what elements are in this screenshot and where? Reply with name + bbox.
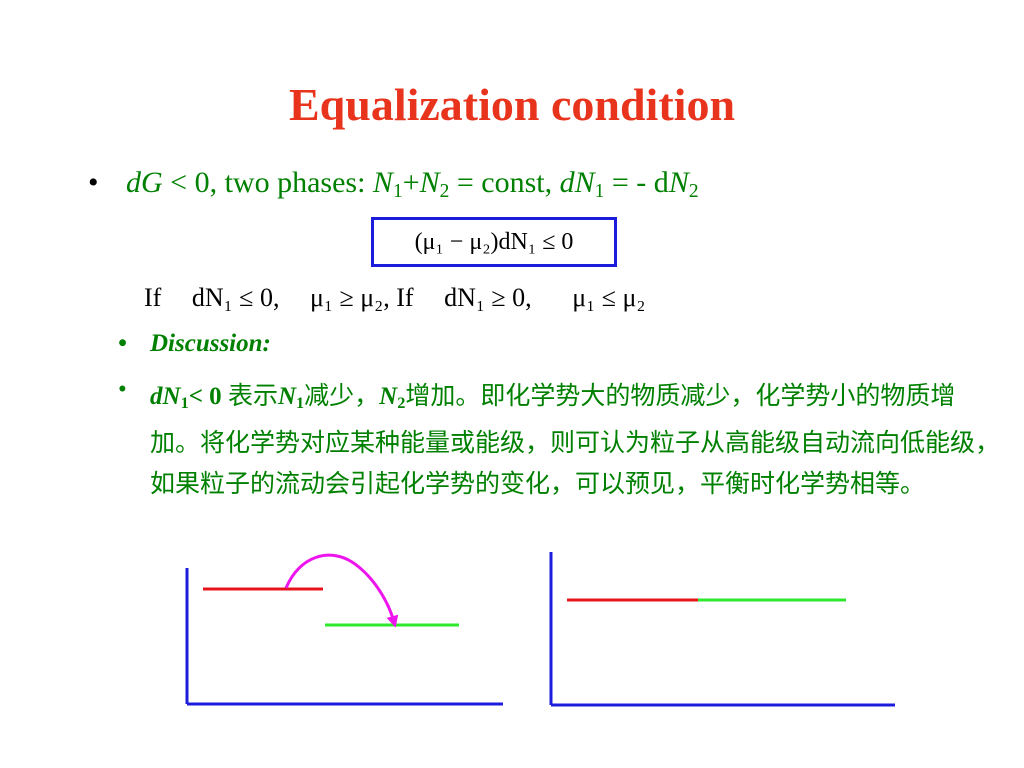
dG-symbol: dG <box>126 166 163 199</box>
slide-title: Equalization condition <box>288 79 736 130</box>
N-symbol: N <box>372 166 393 199</box>
lt-zero: < 0 <box>162 166 210 199</box>
subscript-1: 1 <box>296 394 305 413</box>
N-symbol: N <box>419 166 440 199</box>
subscript-1: 1 <box>392 180 403 202</box>
subscript-1: 1 <box>594 180 605 202</box>
flow-arrow <box>284 553 399 628</box>
explanation-text: dN1< 0 表示N1减少，N2增加。即化学势大的物质减少，化学势小的物质增加。… <box>150 376 1000 505</box>
subscript-2: 2 <box>439 180 450 202</box>
main-bullet-text: dG < 0, two phases: N1+N2 = const, dN1 =… <box>126 166 699 203</box>
discussion-label: Discussion: <box>150 330 271 357</box>
subscript-2: 2 <box>397 394 406 413</box>
result-1: μ₁ ≥ μ₂ <box>309 283 384 312</box>
eq-minus-d-text: = - d <box>604 166 669 199</box>
if-label-2: , If <box>383 283 414 312</box>
result-2: μ₁ ≤ μ₂ <box>572 283 646 312</box>
condition-1: dN₁ ≤ 0, <box>191 283 280 312</box>
dN-symbol: dN <box>559 166 595 199</box>
two-phases-text: , two phases: <box>209 166 373 199</box>
bullet-symbol: • <box>88 166 99 199</box>
if-conditions-line: If dN₁ ≤ 0, μ₁ ≥ μ₂, If dN₁ ≥ 0, μ₁ ≤ μ₂ <box>144 283 645 313</box>
boxed-equation: (μ₁ − μ₂)dN₁ ≤ 0 <box>371 217 617 267</box>
lt-zero: < 0 <box>188 383 228 410</box>
N-symbol: N <box>379 383 398 410</box>
subscript-2: 2 <box>688 180 699 202</box>
N-symbol: N <box>668 166 689 199</box>
subscript-1: 1 <box>180 394 189 413</box>
text-part-a: 表示 <box>227 381 278 410</box>
dN-symbol: dN <box>150 383 181 410</box>
eq-const-text: = const, <box>449 166 560 199</box>
plus-sign: + <box>402 166 420 199</box>
text-part-b: 减少， <box>304 381 380 410</box>
if-label: If <box>144 283 162 312</box>
bullet-symbol: • <box>118 376 127 403</box>
bullet-symbol: • <box>118 330 127 357</box>
text-part-c: 增加。即化学势大的物质减少，化学势小的物质增加。将化学势对应某种能量或能级，则可… <box>150 381 1001 499</box>
condition-2: dN₁ ≥ 0, <box>444 283 532 312</box>
N-symbol: N <box>277 383 297 410</box>
